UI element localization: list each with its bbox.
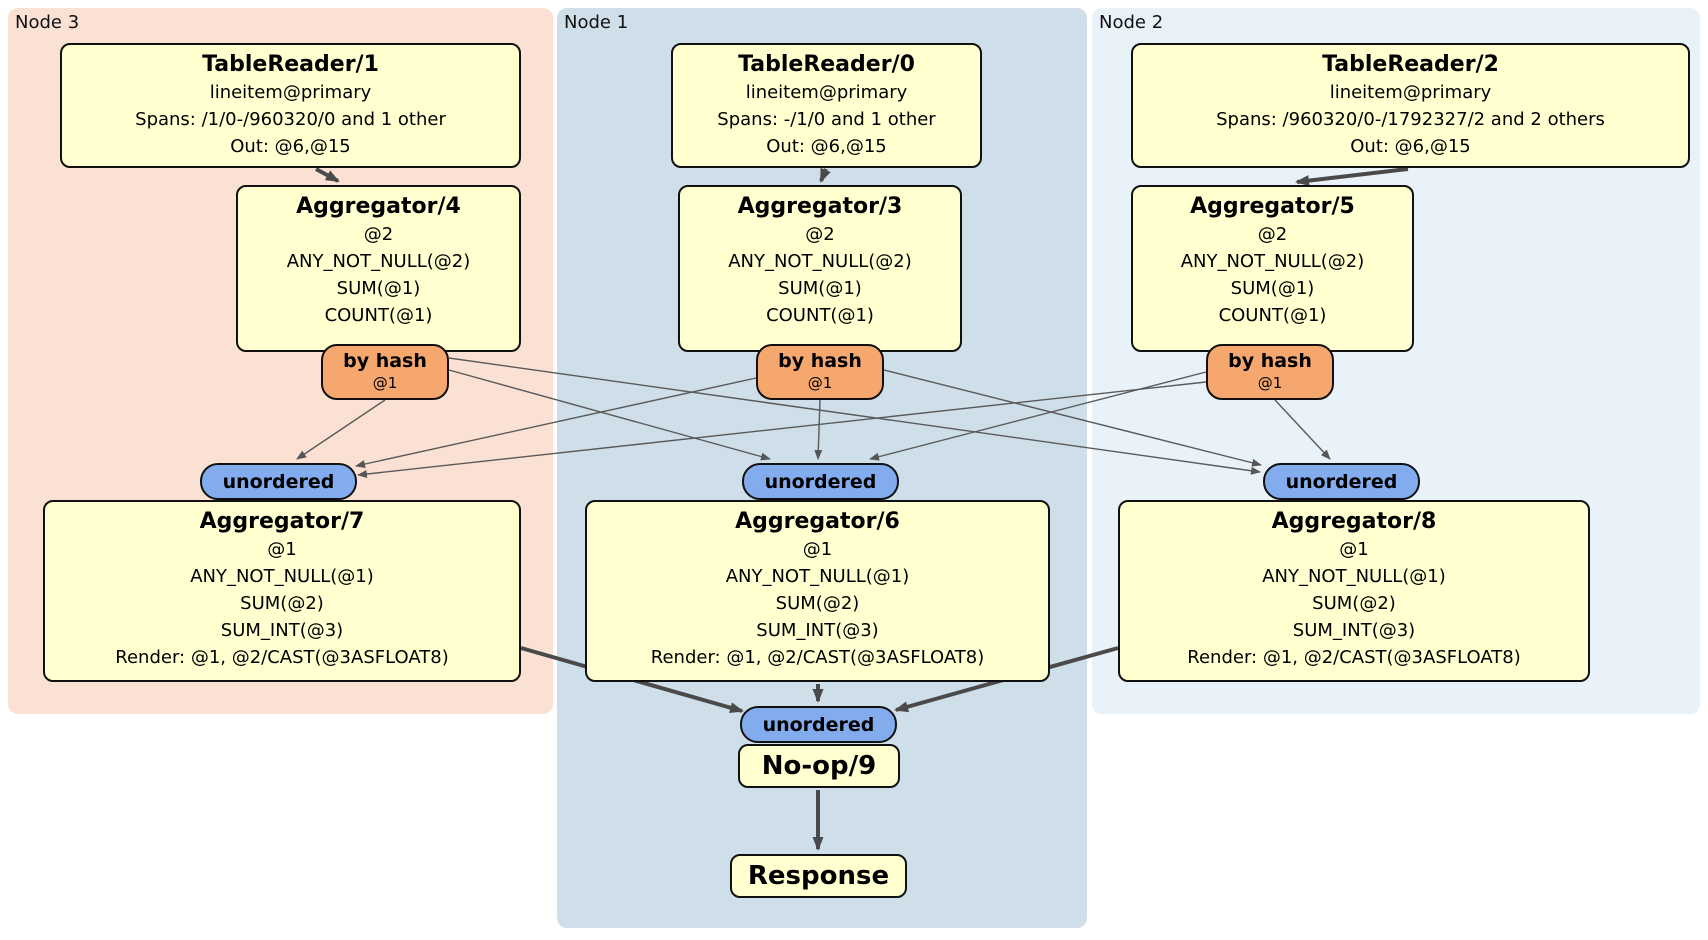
aggregator-3-fn-1: ANY_NOT_NULL(@2) [728, 251, 912, 272]
tablereader-2-box: TableReader/2 lineitem@primary Spans: /9… [1131, 43, 1690, 168]
unordered-sync-node3: unordered [200, 463, 357, 500]
tablereader-2-title: TableReader/2 [1322, 52, 1499, 77]
aggregator-7-groupcols: @1 [267, 539, 297, 560]
aggregator-5-fn-3: COUNT(@1) [1218, 305, 1327, 326]
tablereader-1-box: TableReader/1 lineitem@primary Spans: /1… [60, 43, 521, 168]
hash-router-node2-label: by hash [1228, 350, 1312, 372]
tablereader-0-box: TableReader/0 lineitem@primary Spans: -/… [671, 43, 982, 168]
aggregator-8-render: Render: @1, @2/CAST(@3ASFLOAT8) [1187, 647, 1521, 668]
unordered-sync-final: unordered [740, 706, 897, 743]
node-3-label: Node 3 [15, 12, 80, 33]
aggregator-3-box: Aggregator/3 @2 ANY_NOT_NULL(@2) SUM(@1)… [678, 185, 962, 352]
hash-router-node1-column: @1 [807, 374, 833, 392]
aggregator-3-groupcols: @2 [805, 224, 835, 245]
tablereader-1-index: lineitem@primary [209, 82, 372, 103]
aggregator-5-groupcols: @2 [1257, 224, 1288, 245]
tablereader-0-out: Out: @6,@15 [766, 136, 887, 157]
aggregator-3-title: Aggregator/3 [737, 194, 903, 219]
aggregator-8-box: Aggregator/8 @1 ANY_NOT_NULL(@1) SUM(@2)… [1118, 500, 1590, 682]
aggregator-7-fn-3: SUM_INT(@3) [220, 620, 344, 641]
hash-router-node3-label: by hash [343, 350, 427, 372]
tablereader-2-out: Out: @6,@15 [1350, 136, 1471, 157]
aggregator-7-title: Aggregator/7 [199, 509, 365, 534]
aggregator-6-fn-2: SUM(@2) [775, 593, 860, 614]
aggregator-3-fn-3: COUNT(@1) [766, 305, 874, 326]
aggregator-7-fn-2: SUM(@2) [240, 593, 324, 614]
hash-router-node2-column: @1 [1257, 374, 1283, 392]
aggregator-6-groupcols: @1 [802, 539, 833, 560]
aggregator-4-groupcols: @2 [363, 224, 394, 245]
tablereader-1-out: Out: @6,@15 [230, 136, 351, 157]
aggregator-7-box: Aggregator/7 @1 ANY_NOT_NULL(@1) SUM(@2)… [43, 500, 521, 682]
tablereader-2-spans: Spans: /960320/0-/1792327/2 and 2 others [1216, 109, 1605, 130]
aggregator-4-title: Aggregator/4 [296, 194, 461, 219]
aggregator-6-fn-3: SUM_INT(@3) [756, 620, 879, 641]
aggregator-4-fn-3: COUNT(@1) [324, 305, 433, 326]
node-1-label: Node 1 [564, 12, 629, 33]
aggregator-3-fn-2: SUM(@1) [778, 278, 862, 299]
aggregator-8-fn-1: ANY_NOT_NULL(@1) [1262, 566, 1446, 587]
hash-router-node1-label: by hash [778, 350, 862, 372]
tablereader-0-title: TableReader/0 [738, 52, 915, 77]
aggregator-8-fn-2: SUM(@2) [1312, 593, 1396, 614]
hash-router-node2: by hash @1 [1206, 344, 1334, 400]
hash-router-node1: by hash @1 [756, 344, 884, 400]
aggregator-6-box: Aggregator/6 @1 ANY_NOT_NULL(@1) SUM(@2)… [585, 500, 1050, 682]
aggregator-4-fn-2: SUM(@1) [336, 278, 421, 299]
tablereader-1-spans: Spans: /1/0-/960320/0 and 1 other [135, 109, 446, 130]
node-2-label: Node 2 [1099, 12, 1164, 33]
hash-router-node3: by hash @1 [321, 344, 449, 400]
response-box: Response [730, 854, 907, 898]
aggregator-8-fn-3: SUM_INT(@3) [1292, 620, 1416, 641]
aggregator-5-fn-2: SUM(@1) [1230, 278, 1315, 299]
aggregator-5-fn-1: ANY_NOT_NULL(@2) [1180, 251, 1365, 272]
tablereader-2-index: lineitem@primary [1329, 82, 1492, 103]
aggregator-6-fn-1: ANY_NOT_NULL(@1) [725, 566, 910, 587]
unordered-sync-node1: unordered [742, 463, 899, 500]
aggregator-6-title: Aggregator/6 [735, 509, 900, 534]
tablereader-1-title: TableReader/1 [202, 52, 379, 77]
noop-9-box: No-op/9 [738, 744, 900, 788]
aggregator-4-fn-1: ANY_NOT_NULL(@2) [286, 251, 471, 272]
aggregator-7-fn-1: ANY_NOT_NULL(@1) [190, 566, 374, 587]
aggregator-8-title: Aggregator/8 [1271, 509, 1437, 534]
aggregator-4-box: Aggregator/4 @2 ANY_NOT_NULL(@2) SUM(@1)… [236, 185, 521, 352]
aggregator-8-groupcols: @1 [1339, 539, 1369, 560]
aggregator-5-title: Aggregator/5 [1190, 194, 1355, 219]
unordered-sync-node2: unordered [1263, 463, 1420, 500]
tablereader-0-index: lineitem@primary [745, 82, 908, 103]
hash-router-node3-column: @1 [372, 374, 398, 392]
aggregator-5-box: Aggregator/5 @2 ANY_NOT_NULL(@2) SUM(@1)… [1131, 185, 1414, 352]
aggregator-7-render: Render: @1, @2/CAST(@3ASFLOAT8) [115, 647, 449, 668]
aggregator-6-render: Render: @1, @2/CAST(@3ASFLOAT8) [650, 647, 985, 668]
tablereader-0-spans: Spans: -/1/0 and 1 other [717, 109, 936, 130]
